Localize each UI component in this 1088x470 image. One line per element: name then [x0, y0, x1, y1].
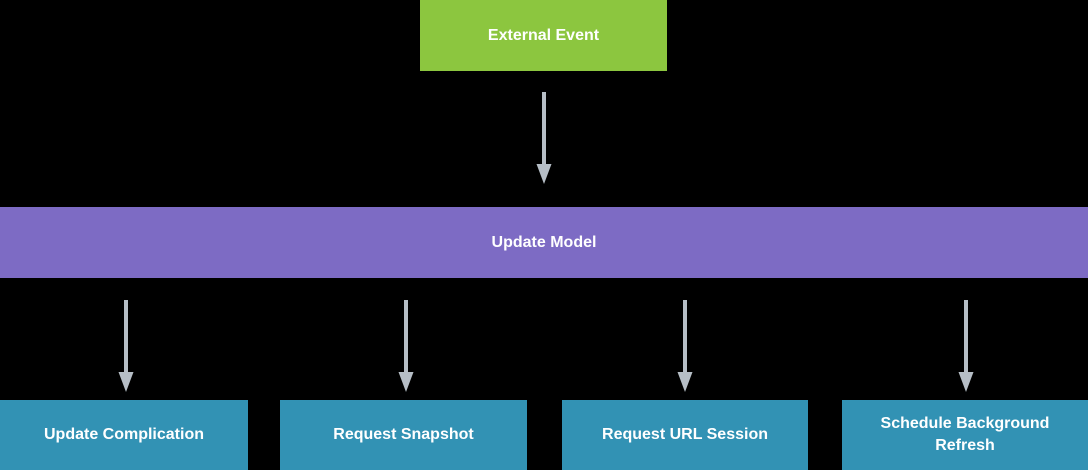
arrow-external-event-to-update-model: [536, 92, 552, 184]
node-update-complication-label: Update Complication: [43, 426, 204, 443]
node-external-event-label: External Event: [487, 26, 600, 44]
node-update-model-label: Update Model: [491, 233, 597, 251]
node-external-event: External Event: [420, 0, 667, 71]
node-update-complication: Update Complication: [0, 400, 248, 470]
arrow-down-icon: [536, 92, 552, 184]
arrow-down-icon: [958, 300, 974, 392]
arrow-update-model-to-request-url-session: [677, 300, 693, 392]
arrow-down-icon: [677, 300, 693, 392]
arrow-update-model-to-request-snapshot: [398, 300, 414, 392]
arrow-update-model-to-update-complication: [118, 300, 134, 392]
arrow-down-icon: [118, 300, 134, 392]
node-update-model: Update Model: [0, 207, 1088, 278]
node-schedule-background-refresh: Schedule Background Refresh: [842, 400, 1088, 470]
arrow-update-model-to-schedule-background-refresh: [958, 300, 974, 392]
node-request-url-session: Request URL Session: [562, 400, 808, 470]
node-request-url-session-label: Request URL Session: [602, 426, 768, 443]
node-schedule-background-refresh-label: Schedule Background Refresh: [880, 415, 1050, 454]
node-request-snapshot-label: Request Snapshot: [333, 426, 474, 443]
node-request-snapshot: Request Snapshot: [280, 400, 527, 470]
arrow-down-icon: [398, 300, 414, 392]
